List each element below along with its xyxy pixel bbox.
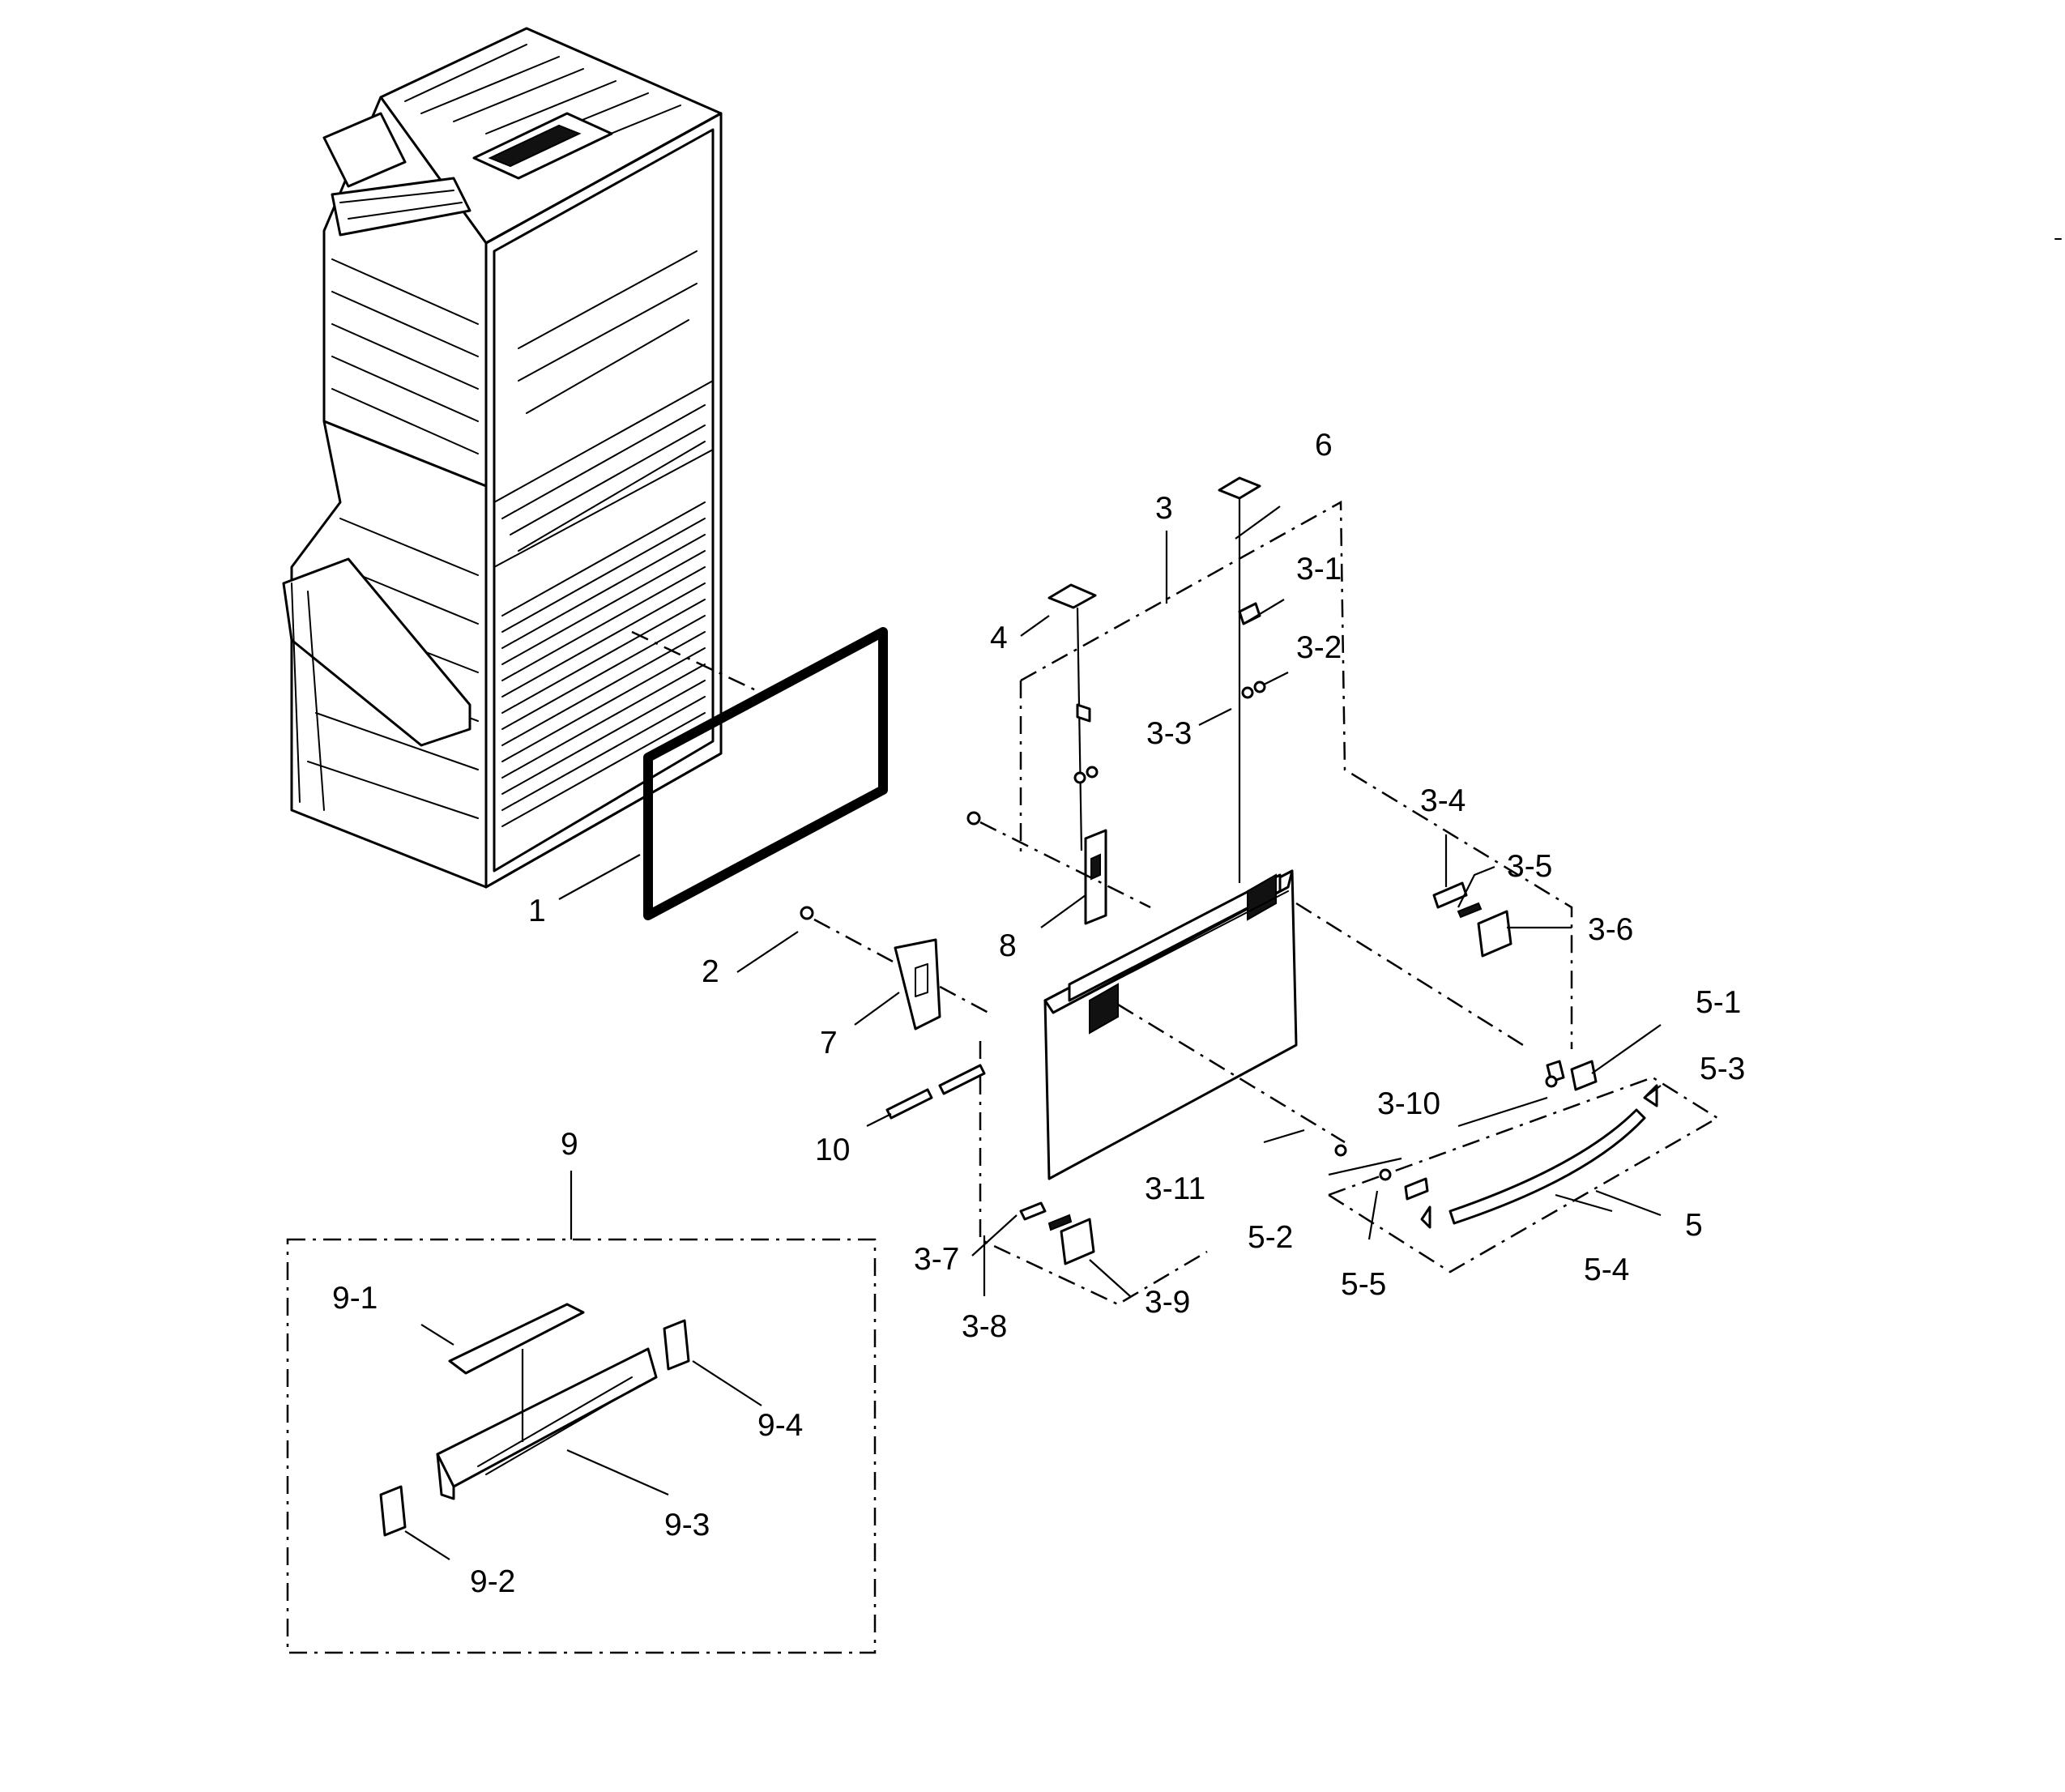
callout-8: 8: [999, 928, 1017, 963]
callout-3-10: 3-10: [1377, 1086, 1440, 1121]
door-assembly-boundary: [1020, 500, 1573, 1049]
refrigerator-cabinet: [282, 27, 723, 889]
roller-3-6: [1477, 910, 1512, 958]
door-gasket: [643, 627, 888, 920]
callout-1: 1: [528, 894, 546, 928]
roller-3-9: [1060, 1218, 1095, 1265]
handle-assembly-boundary: [1328, 1076, 1720, 1274]
rail-bracket-3-4: [1432, 881, 1468, 909]
handle-cap-5-5: [1404, 1177, 1429, 1201]
callout-3: 3: [1155, 491, 1173, 526]
nut-3-2b: [1253, 681, 1266, 693]
hinge-pin-right: [1238, 602, 1261, 625]
screw-5-2: [1379, 1168, 1392, 1181]
callout-5-1: 5-1: [1696, 985, 1741, 1020]
screw-2: [800, 906, 814, 920]
callout-3-6: 3-6: [1588, 912, 1633, 947]
callout-5-2: 5-2: [1248, 1220, 1293, 1255]
nut-3-2: [1241, 686, 1254, 699]
screw-5-1: [1545, 1075, 1558, 1088]
callout-2: 2: [702, 954, 719, 989]
freezer-door-panel: [1043, 869, 1298, 1180]
pad-4-line: [1076, 607, 1083, 851]
callout-5: 5: [1685, 1208, 1703, 1243]
nut-3-3b: [1086, 766, 1099, 779]
callout-7: 7: [820, 1026, 838, 1060]
callout-6: 6: [1315, 428, 1333, 463]
door-left-centerline: [1117, 1003, 1346, 1144]
clip-3-7: [1019, 1201, 1047, 1221]
nut-3-3: [1073, 771, 1086, 784]
callout-3-1: 3-1: [1296, 552, 1342, 587]
fastener-3-11: [1334, 1144, 1347, 1157]
callouts: 1 2 3 3-1 3-2 3-3 3-4 3-5 3-6 3-7 3-8 3-…: [332, 428, 1745, 1599]
screw-top: [966, 811, 981, 826]
callout-3-7: 3-7: [914, 1242, 959, 1277]
handle-bar-5-4: [1448, 1108, 1646, 1225]
callout-5-3: 5-3: [1700, 1052, 1745, 1086]
basket-cover-9-1: [448, 1303, 585, 1375]
callout-3-3: 3-3: [1146, 716, 1192, 751]
door-bracket-7: [894, 938, 941, 1030]
callout-5-4: 5-4: [1584, 1252, 1629, 1287]
basket-bracket-9-2: [379, 1485, 407, 1537]
door-right-centerline: [1295, 902, 1524, 1047]
handle-cap-5-1: [1570, 1060, 1598, 1091]
callout-3-8: 3-8: [962, 1309, 1007, 1344]
handle-end-5-2: [1420, 1205, 1431, 1229]
callout-3-2: 3-2: [1296, 630, 1342, 665]
callout-9-3: 9-3: [664, 1508, 710, 1542]
callout-3-5: 3-5: [1507, 849, 1552, 884]
callout-9-2: 9-2: [470, 1564, 515, 1599]
rail-10b: [938, 1064, 986, 1095]
callout-10: 10: [815, 1133, 850, 1167]
basket-assembly-box: [286, 1238, 877, 1654]
callout-9: 9: [561, 1127, 578, 1162]
cabinet-to-gasket-centerline: [631, 630, 770, 698]
callout-3-4: 3-4: [1420, 783, 1466, 818]
callout-4: 4: [990, 621, 1008, 655]
callout-3-11: 3-11: [1145, 1171, 1205, 1206]
callout-5-5: 5-5: [1341, 1267, 1386, 1302]
basket-bracket-9-4: [663, 1319, 690, 1371]
leader-lines: [404, 506, 1662, 1560]
screw-top-centerline: [979, 821, 1151, 909]
door-assembly-boundary-lower: [979, 1041, 1208, 1306]
door-cap-pad-left: [1047, 583, 1097, 609]
basket-9-3: [436, 1347, 658, 1500]
rail-10a: [885, 1088, 933, 1120]
door-cap-pad-right: [1218, 476, 1261, 500]
hinge-pin-left: [1076, 703, 1091, 723]
callout-9-1: 9-1: [332, 1281, 378, 1316]
callout-3-9: 3-9: [1145, 1285, 1190, 1320]
callout-9-4: 9-4: [757, 1408, 803, 1443]
